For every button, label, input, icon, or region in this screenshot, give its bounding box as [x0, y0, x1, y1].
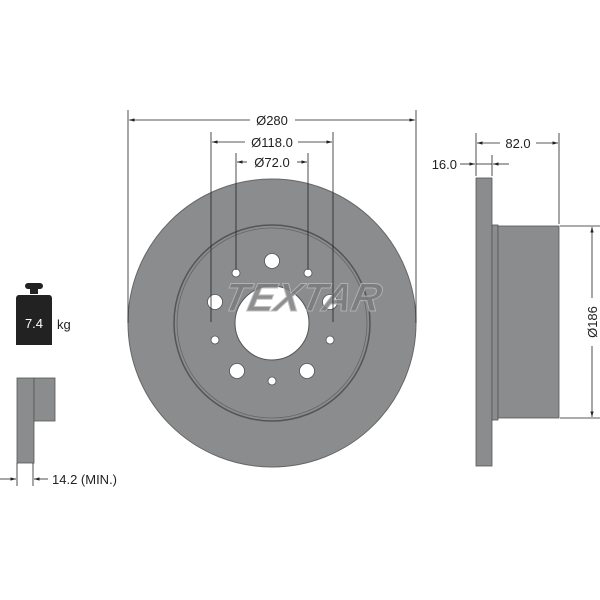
hat-ring — [173, 224, 371, 422]
textar-logo: TEXTAR — [220, 274, 387, 319]
hat-ring-inner — [176, 227, 368, 419]
small-hole — [267, 376, 277, 386]
min-thickness-dimension — [0, 463, 48, 486]
weight-unit: kg — [57, 317, 71, 332]
center-bore — [234, 285, 310, 361]
center-bore-label: Ø72.0 — [254, 155, 289, 170]
bolt-circle-label: Ø118.0 — [251, 135, 293, 150]
bolt-hole — [207, 294, 223, 310]
bolt-hole — [322, 294, 338, 310]
small-hole — [210, 335, 220, 345]
bolt-hole — [264, 253, 280, 269]
disc-side-view — [475, 177, 560, 467]
hat-body — [497, 225, 560, 419]
front-dimensions — [127, 110, 417, 323]
hat-diameter-label: Ø186 — [585, 306, 600, 338]
min-thickness-label: 14.2 (MIN.) — [52, 472, 117, 487]
outer-diameter-label: Ø280 — [256, 113, 288, 128]
disc-front-view: TEXTAR — [127, 178, 417, 468]
disc-thickness-label: 16.0 — [432, 157, 457, 172]
min-thickness-schematic — [16, 377, 56, 464]
bolt-hole — [299, 363, 315, 379]
small-hole — [325, 335, 335, 345]
hat-lip — [491, 224, 499, 421]
bolt-hole — [229, 363, 245, 379]
disc-flange — [475, 177, 493, 467]
side-dimensions — [460, 133, 600, 419]
weight-icon — [16, 283, 52, 345]
overall-height-label: 82.0 — [505, 136, 530, 151]
weight-value: 7.4 — [25, 316, 43, 331]
